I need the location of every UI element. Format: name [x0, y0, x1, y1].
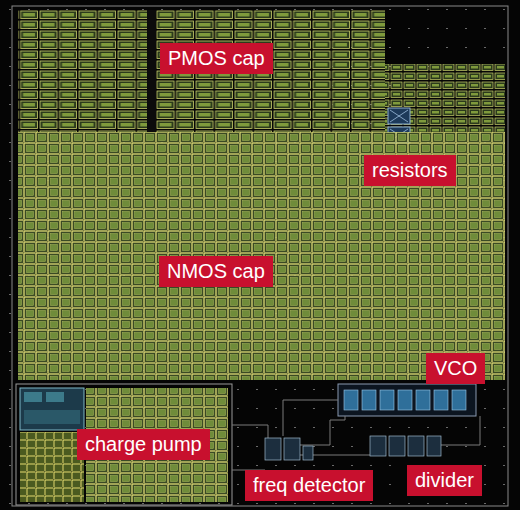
label-text: charge pump — [85, 433, 202, 456]
label-text: freq detector — [253, 474, 365, 497]
charge-pump-label: charge pump — [77, 429, 210, 460]
label-text: PMOS cap — [168, 47, 265, 70]
label-text: VCO — [434, 357, 477, 380]
label-text: resistors — [372, 159, 448, 182]
freq-detector-label: freq detector — [245, 470, 373, 501]
divider-label: divider — [407, 465, 482, 496]
nmos-label: NMOS cap — [159, 256, 273, 287]
label-text: NMOS cap — [167, 260, 265, 283]
resistor-label: resistors — [364, 155, 456, 186]
pmos-label: PMOS cap — [160, 43, 273, 74]
vco-label: VCO — [426, 353, 485, 384]
label-text: divider — [415, 469, 474, 492]
